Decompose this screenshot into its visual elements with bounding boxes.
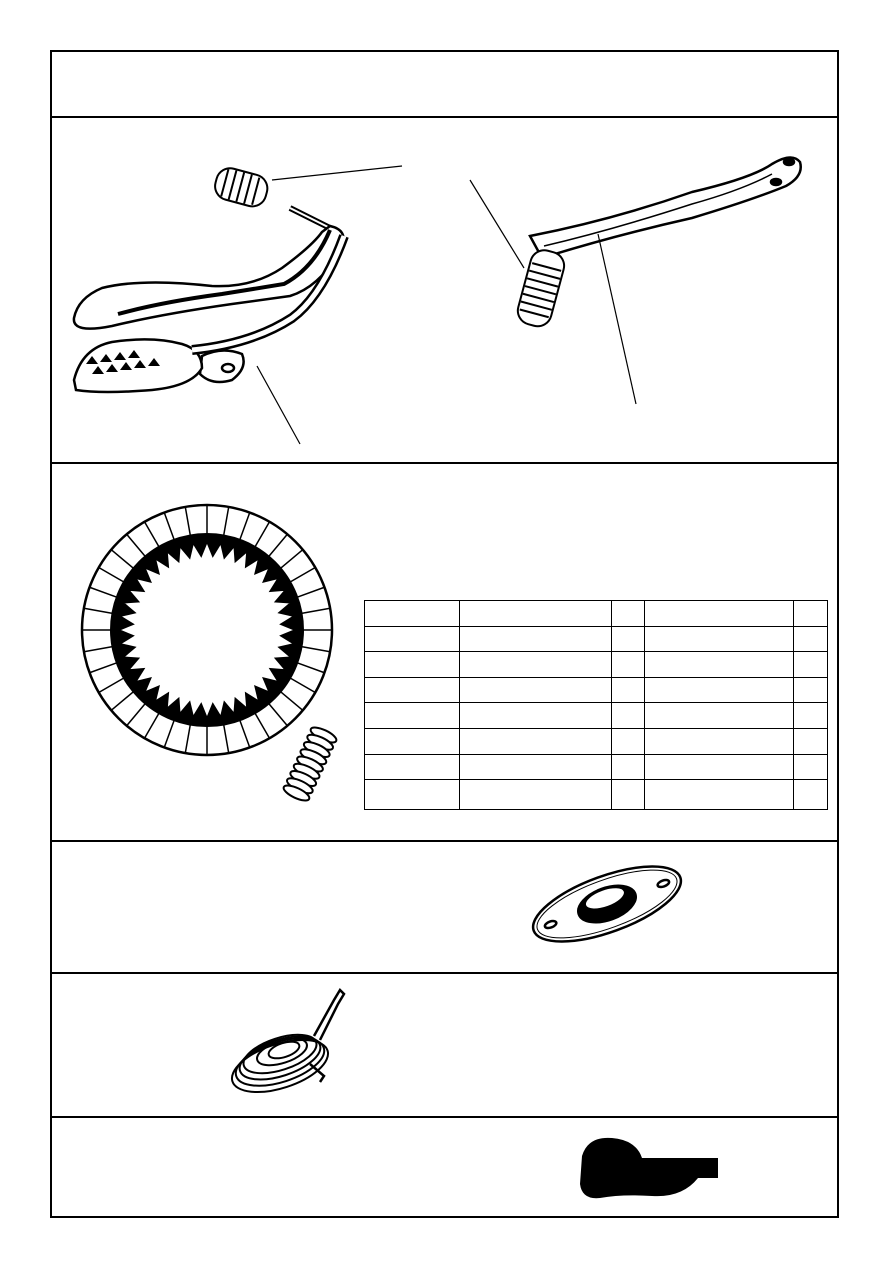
spec-table-cell — [364, 702, 460, 730]
spec-table-cell — [611, 651, 645, 678]
spec-table-cell — [793, 728, 828, 755]
spec-table-cell — [459, 702, 612, 730]
gasket-section — [52, 842, 837, 974]
leader-line — [256, 365, 301, 445]
spec-table — [364, 600, 828, 810]
leader-line — [271, 165, 403, 181]
bracket-part-icon — [580, 1137, 718, 1199]
flange-gasket-icon — [531, 865, 683, 943]
pedal-rubber-icon — [214, 167, 269, 208]
levers-section — [52, 118, 837, 464]
spec-table-cell — [611, 728, 645, 755]
bracket-illustration — [580, 1137, 718, 1199]
spec-table-cell — [793, 651, 828, 678]
spec-table-cell — [611, 702, 645, 730]
spec-table-cell — [364, 651, 460, 678]
spec-table-cell — [459, 600, 612, 627]
spec-table-row — [364, 676, 828, 704]
spec-table-cell — [611, 676, 645, 704]
spec-table-cell — [364, 753, 460, 781]
clutch-spring-icon — [282, 726, 338, 802]
clutch-illustration — [80, 503, 338, 802]
spec-table-cell — [644, 651, 794, 678]
spec-table-cell — [364, 779, 460, 810]
bracket-section — [52, 1118, 837, 1216]
spec-table-row — [364, 728, 828, 755]
spec-table-cell — [793, 779, 828, 810]
spec-table-cell — [611, 779, 645, 810]
spec-table-cell — [793, 702, 828, 730]
spec-table-cell — [611, 600, 645, 627]
spec-table-row — [364, 651, 828, 678]
spec-table-row — [364, 702, 828, 730]
spec-table-cell — [793, 676, 828, 704]
spec-table-cell — [459, 651, 612, 678]
spec-table-cell — [459, 728, 612, 755]
spec-table-cell — [644, 702, 794, 730]
spec-table-cell — [793, 600, 828, 627]
leader-line — [597, 233, 637, 405]
clutch-section — [52, 464, 837, 842]
spec-table-cell — [459, 625, 612, 653]
spec-table-row — [364, 779, 828, 810]
spec-table-cell — [459, 676, 612, 704]
gasket-illustration — [531, 865, 683, 943]
spec-table-cell — [644, 779, 794, 810]
spec-table-row — [364, 753, 828, 781]
spec-table-cell — [364, 600, 460, 627]
spec-table-cell — [644, 753, 794, 781]
gear-lever-rubber-icon — [516, 249, 566, 328]
spec-table-cell — [644, 600, 794, 627]
spec-table-cell — [364, 676, 460, 704]
clutch-friction-disc-icon — [80, 503, 334, 757]
spec-table-cell — [459, 779, 612, 810]
spec-table-row — [364, 600, 828, 627]
spec-table-cell — [611, 625, 645, 653]
spec-table-cell — [793, 753, 828, 781]
spec-table-cell — [364, 625, 460, 653]
spec-table-cell — [644, 676, 794, 704]
spec-table-cell — [644, 728, 794, 755]
catalog-page-frame — [50, 50, 839, 1218]
spec-table-cell — [459, 753, 612, 781]
header-section — [52, 52, 837, 118]
spec-table-cell — [793, 625, 828, 653]
spring-section — [52, 974, 837, 1118]
spec-table-row — [364, 625, 828, 653]
leader-line — [469, 179, 525, 269]
brake-pedal-icon — [72, 205, 349, 394]
gear-shift-lever-icon — [528, 156, 802, 260]
levers-illustration — [72, 156, 802, 445]
spec-table-cell — [644, 625, 794, 653]
spec-table-cell — [611, 753, 645, 781]
spring-illustration — [230, 987, 346, 1094]
torsion-spring-icon — [230, 987, 346, 1094]
spec-table-cell — [364, 728, 460, 755]
